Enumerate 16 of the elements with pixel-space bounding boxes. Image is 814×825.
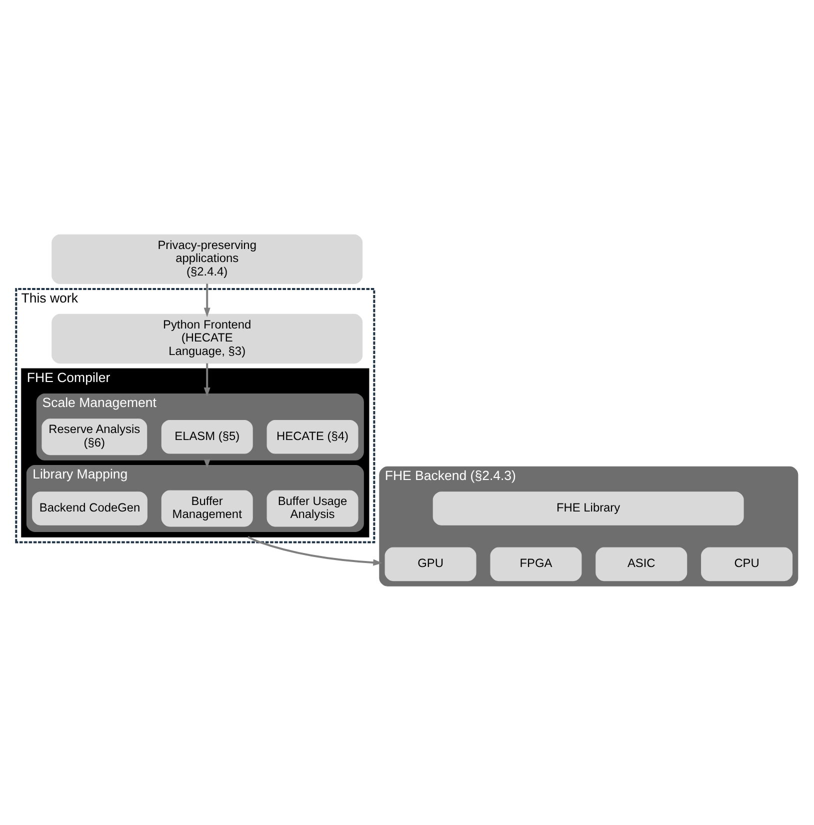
node-box: Python Frontend (HECATE Language, §3) <box>52 313 363 364</box>
arrow <box>247 536 382 566</box>
node-box: Buffer Management <box>161 490 253 526</box>
node-box: Reserve Analysis (§6) <box>42 418 148 455</box>
node-box: ASIC <box>596 546 688 581</box>
node-box: HECATE (§4) <box>266 419 358 454</box>
node-box: Privacy-preserving applications (§2.4.4) <box>52 234 363 284</box>
node-box: CPU <box>701 546 793 581</box>
node-box: Buffer Usage Analysis <box>266 490 358 526</box>
node-box: FPGA <box>490 546 582 581</box>
node-box: FHE Library <box>432 491 744 525</box>
arrow <box>204 283 210 317</box>
node-box: GPU <box>384 546 476 581</box>
node-box: Backend CodeGen <box>32 491 148 525</box>
arrow <box>204 362 210 396</box>
node-box: ELASM (§5) <box>161 419 253 454</box>
